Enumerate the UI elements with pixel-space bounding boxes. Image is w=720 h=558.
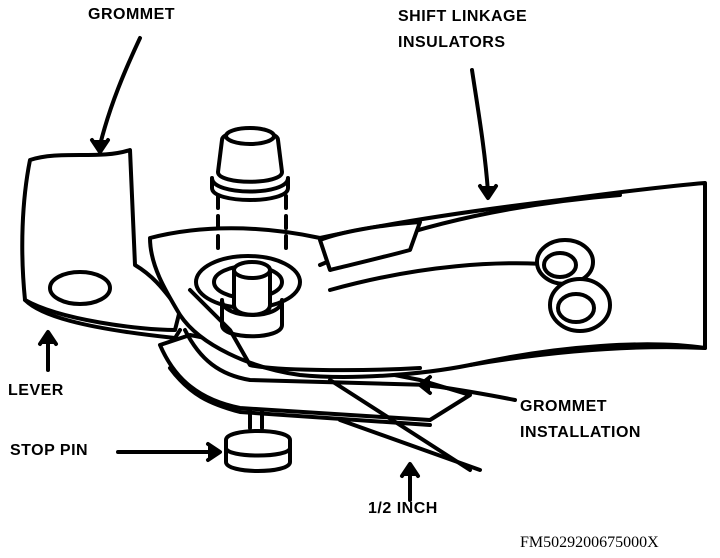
insulator-upper-inner: [542, 251, 578, 279]
stud-top: [232, 260, 272, 280]
top-grommet-collar: [210, 176, 290, 202]
arm-inner-slot: [318, 220, 422, 272]
leader-grommet: [98, 36, 142, 147]
grommet-label: GROMMET: [88, 6, 176, 23]
figure-id: FM5029200675000X: [520, 534, 659, 551]
arm-bend-lower: [183, 328, 432, 387]
lever-hole: [48, 270, 112, 306]
stop-pin-label: STOP PIN: [10, 442, 89, 459]
half-inch-label: 1/2 INCH: [368, 500, 438, 517]
stop-pin-nut: [224, 429, 292, 473]
lever-plate-edge: [23, 298, 182, 340]
arm-lower-edge: [468, 345, 707, 367]
top-grommet-top: [224, 126, 276, 146]
bracket-plate-edge: [168, 366, 432, 427]
leader-grommet-installation: [423, 383, 517, 402]
insulator-lower-inner: [556, 292, 596, 324]
lever-label: LEVER: [8, 382, 64, 399]
shift-linkage-label-line1: SHIFT LINKAGE: [398, 8, 528, 25]
grommet-installation-label-line1: GROMMET: [520, 398, 608, 415]
leader-shift-linkage: [470, 68, 490, 194]
stop-pin-thread: [248, 408, 264, 430]
shift-linkage-label-line2: INSULATORS: [398, 34, 506, 51]
arm-bend: [188, 288, 422, 373]
grommet-installation-label-line2: INSTALLATION: [520, 424, 641, 441]
